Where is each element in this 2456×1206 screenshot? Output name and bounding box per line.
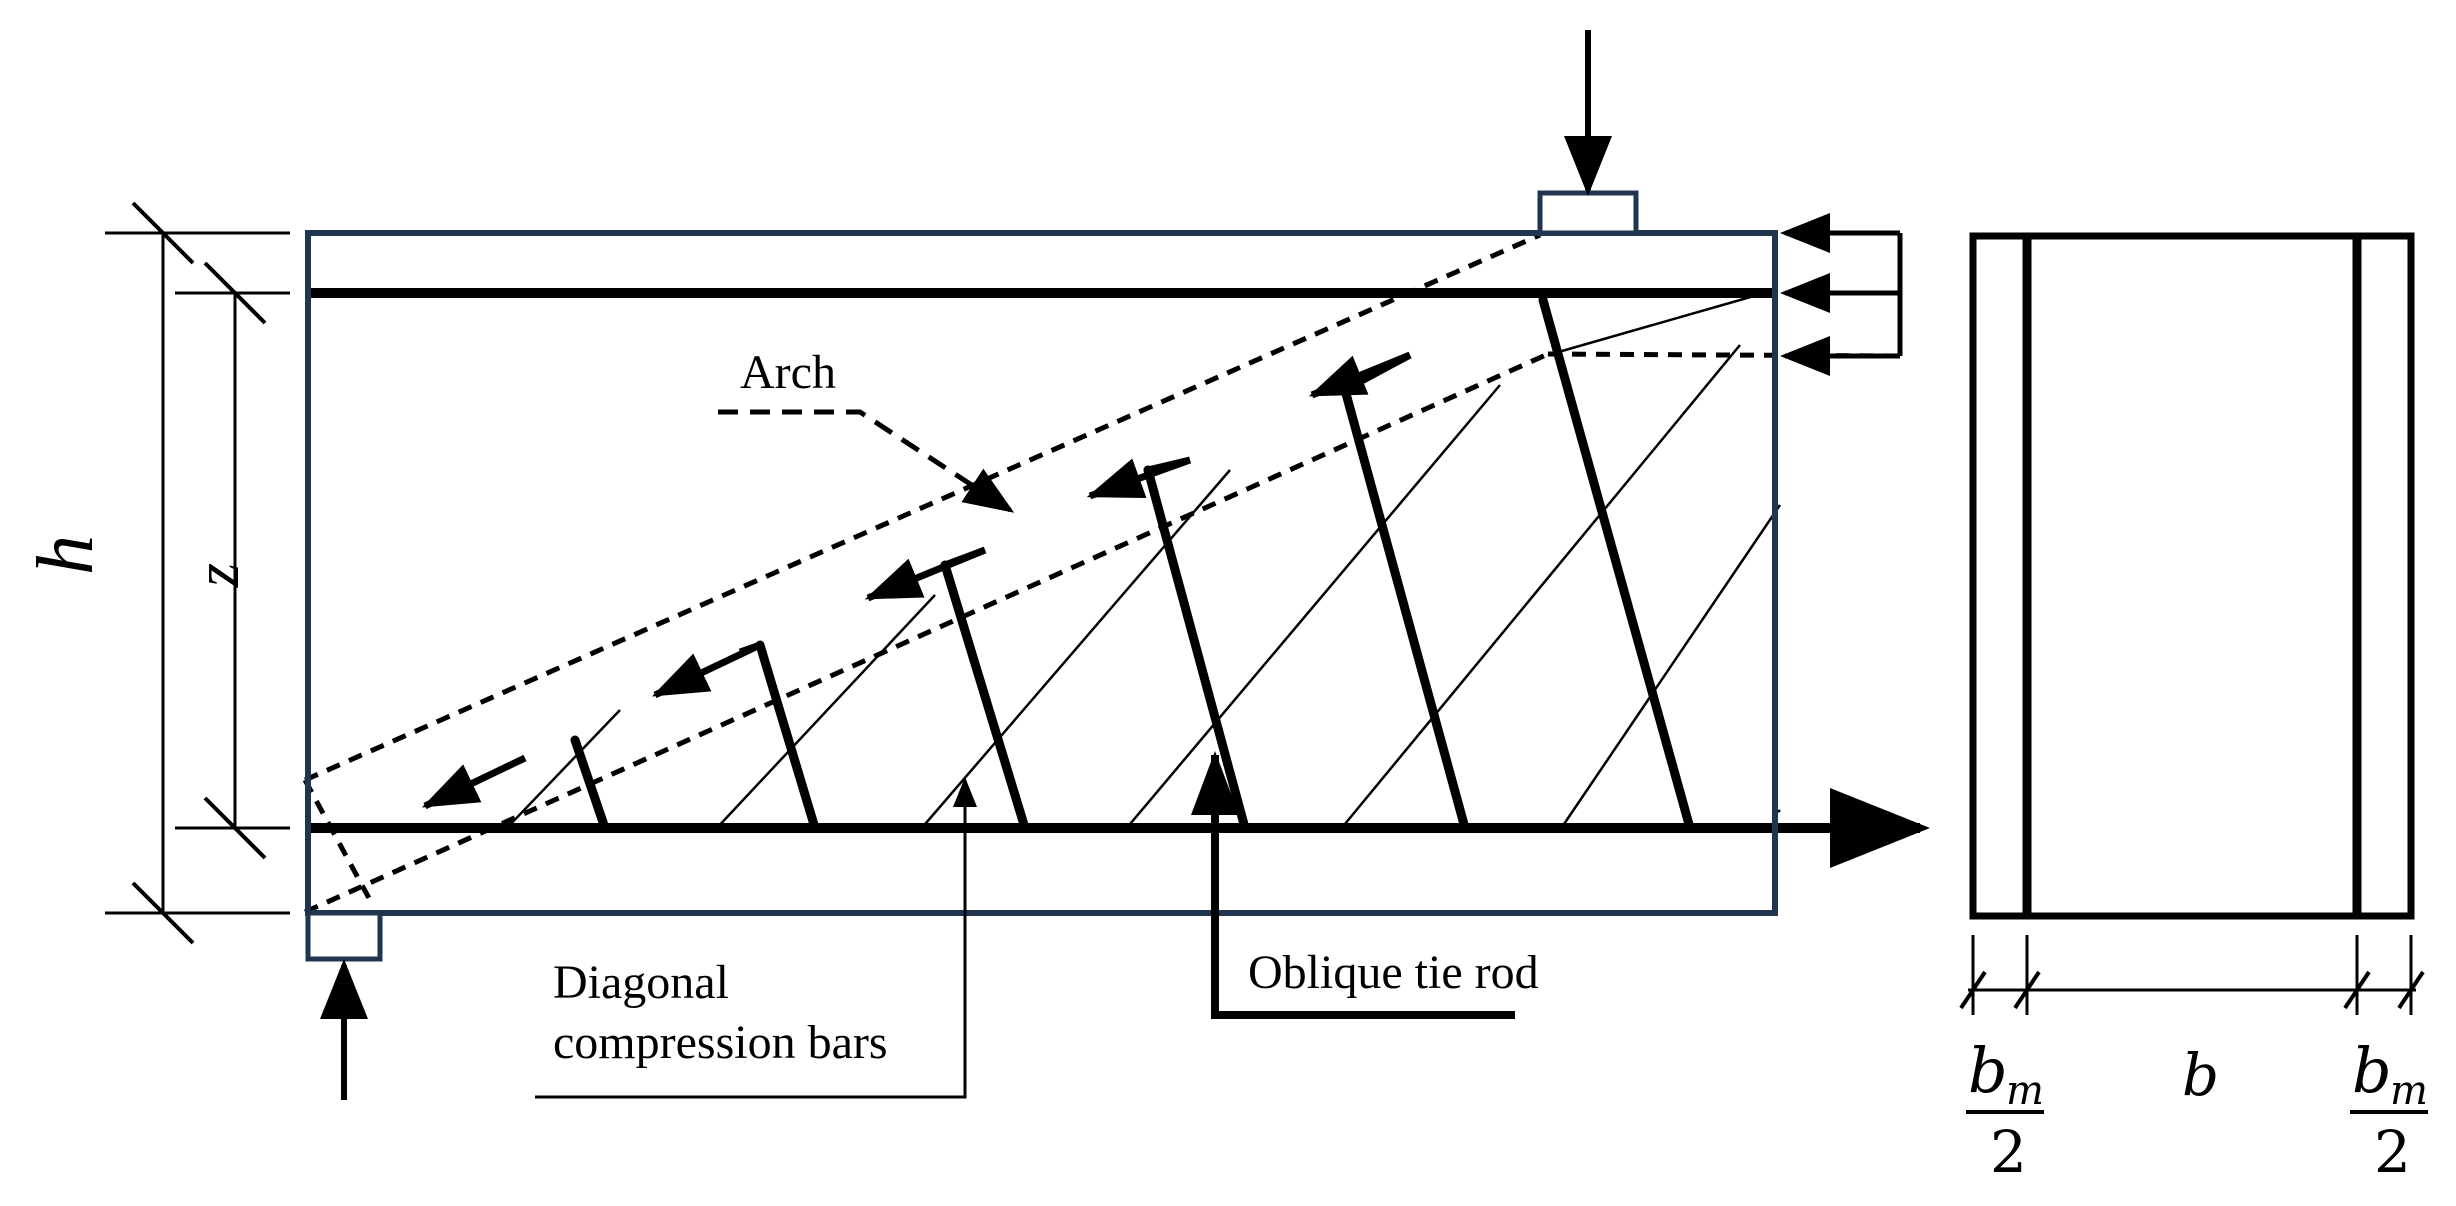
oblique-tie-6	[1538, 295, 1695, 833]
bm-half-right: b m 2	[2350, 1034, 2428, 1186]
arch-annotation: Arch	[718, 346, 1015, 513]
thin-diagonal-struts	[504, 290, 1782, 831]
arch-leader	[718, 409, 1015, 513]
bottom-support-plate	[305, 910, 383, 962]
section-outline	[1969, 232, 2415, 920]
bm-right-base: b	[2352, 1034, 2392, 1107]
beam-outline	[305, 230, 1778, 916]
dimension-z	[175, 261, 290, 860]
tie-hook-arrows	[421, 351, 1412, 810]
diagonal-label-line1: Diagonal	[553, 956, 729, 1009]
bm-left-sub: m	[2006, 1068, 2044, 1114]
beam-elevation	[302, 30, 1930, 1100]
section-dimension	[1959, 935, 2425, 1015]
diagonal-compression-annotation: Diagonal compression bars	[535, 777, 977, 1099]
arch-left-end	[302, 778, 373, 902]
bm-half-left: b m 2	[1966, 1034, 2044, 1186]
dim-h-label: h	[22, 535, 110, 575]
diagonal-label-line2: compression bars	[553, 1016, 888, 1069]
arch-strut	[302, 232, 1901, 915]
diagonal-leader	[535, 777, 977, 1099]
oblique-tie-leader	[1191, 751, 1515, 1019]
dimension-h	[105, 201, 290, 945]
oblique-tie-2	[755, 640, 820, 833]
bm-left-base: b	[1968, 1034, 2008, 1107]
oblique-tie-label: Oblique tie rod	[1248, 946, 1539, 999]
dim-z-label: z	[184, 563, 252, 588]
arch-upper-line	[303, 232, 1542, 783]
oblique-tie-3	[940, 560, 1030, 833]
cross-section: b m 2 b b m 2	[1959, 232, 2428, 1186]
oblique-tie-4	[1143, 465, 1250, 833]
arch-label: Arch	[740, 346, 836, 399]
right-force-bracket	[1780, 213, 1903, 376]
oblique-tie-5	[1340, 385, 1470, 833]
dim-b-label: b	[2182, 1041, 2219, 1109]
bm-right-sub: m	[2390, 1068, 2428, 1114]
oblique-tie-annotation: Oblique tie rod	[1191, 751, 1539, 1019]
bm-right-denominator: 2	[2374, 1118, 2411, 1186]
bm-left-denominator: 2	[1990, 1118, 2027, 1186]
top-load-plate	[1537, 190, 1639, 236]
arch-lower-line	[303, 351, 1550, 915]
